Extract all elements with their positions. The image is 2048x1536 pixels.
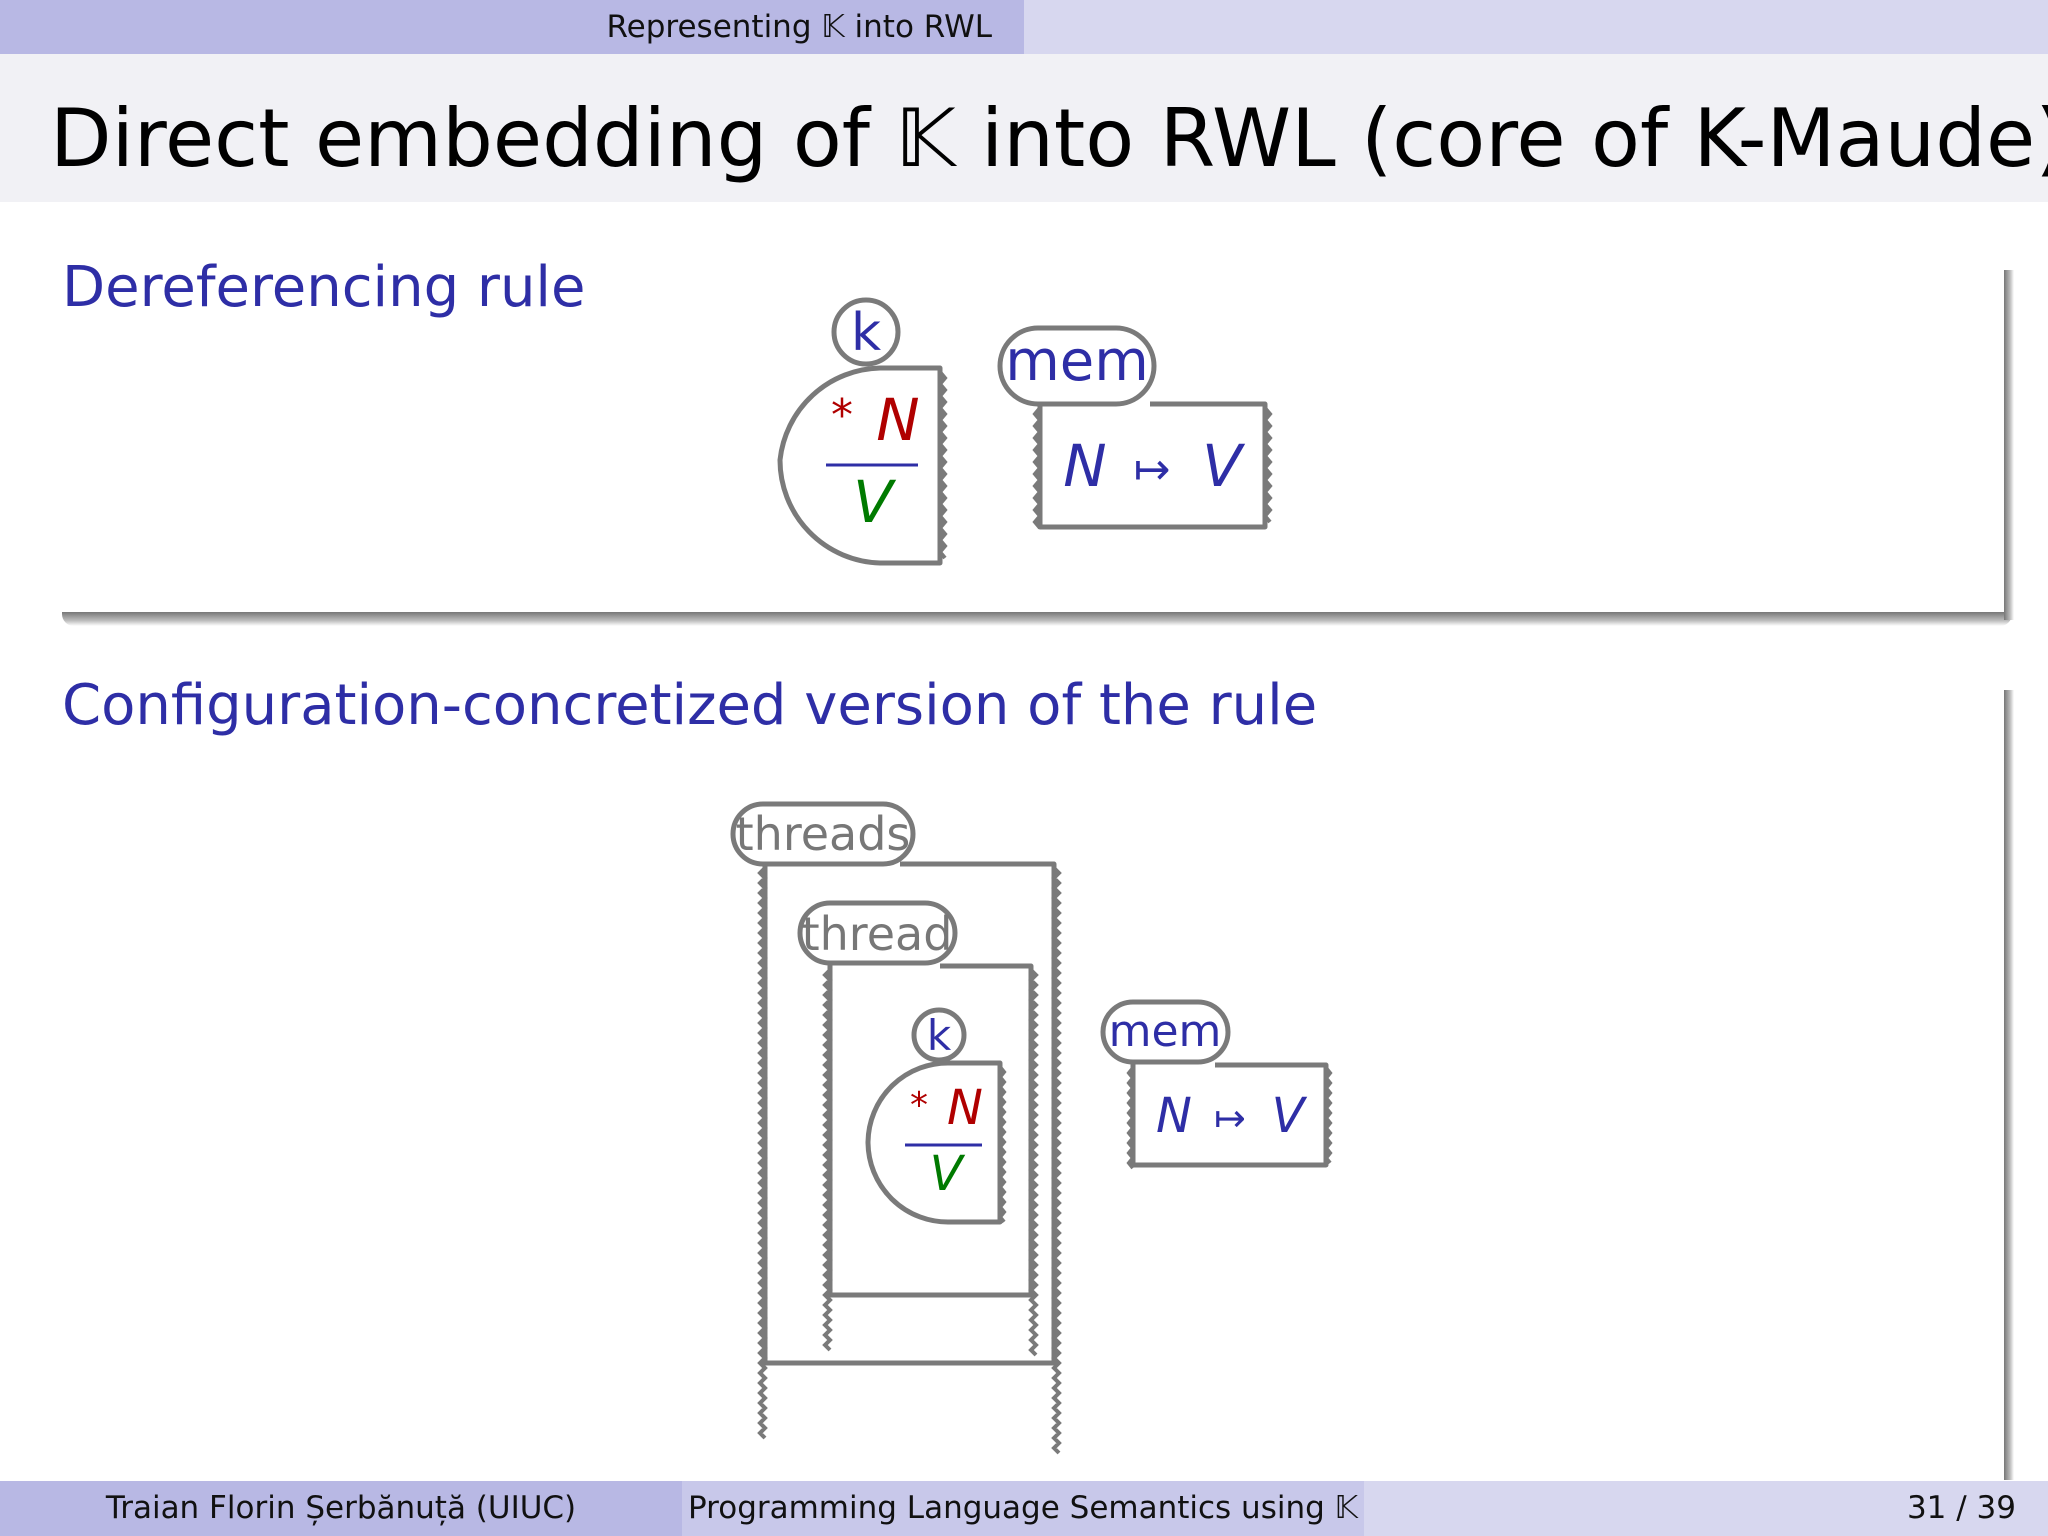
block2-thread-cell: thread	[797, 900, 1039, 1357]
threads-right-jag	[1051, 866, 1062, 1455]
block1-mem-cell: mem N ↦ V	[997, 325, 1273, 530]
k2-cell-label: k	[927, 1011, 952, 1060]
block2-shadow-right	[2004, 690, 2014, 1480]
thread-cell-body	[827, 963, 1034, 1298]
mem-maps-arrow: ↦	[1134, 444, 1171, 495]
mem2-left-jag	[1126, 1066, 1136, 1170]
footer-bar: Traian Florin Șerbănuță (UIUC) Programmi…	[0, 1481, 2048, 1536]
threads-left-jag	[757, 866, 768, 1440]
section-title-text: Representing 𝕂 into RWL	[606, 9, 992, 45]
block1-shadow	[62, 612, 2012, 626]
mem2-right-jag	[1323, 1066, 1333, 1165]
footer-page: 31 / 39	[1364, 1481, 2048, 1536]
title-bar: Direct embedding of 𝕂 into RWL (core of …	[0, 54, 2048, 202]
k-star: *	[831, 390, 853, 441]
thread-cell-label-bubble	[797, 900, 958, 966]
k-cell-body	[777, 365, 943, 566]
mem-cell-left-jag	[1032, 406, 1043, 530]
header-left-band	[0, 0, 1024, 54]
k2-n: N	[947, 1080, 983, 1136]
block1-shadow-right	[2004, 270, 2014, 620]
mem2-cell-label: mem	[1109, 1006, 1222, 1057]
mem2-v: V	[1272, 1088, 1308, 1144]
k-v: V	[853, 468, 897, 536]
mem-cell-right-jag	[1262, 406, 1273, 524]
mem-cell-label: mem	[1005, 329, 1149, 394]
header-bar: Representing 𝕂 into RWL	[0, 0, 2048, 54]
threads-cell-label-bubble	[730, 801, 916, 867]
k-cell-label-bubble	[831, 297, 901, 367]
thread-right-jag	[1028, 968, 1039, 1357]
block2-threads-cell: threads	[730, 801, 1062, 1455]
k-cell-right-jag	[937, 370, 948, 560]
block2-k-cell: k * N V	[865, 1007, 1007, 1225]
mem2-maps-arrow: ↦	[1214, 1096, 1246, 1140]
thread-cell-label: thread	[802, 907, 953, 961]
k2-cell-label-bubble	[911, 1007, 967, 1063]
block2-title: Configuration-concretized version of the…	[62, 673, 1318, 738]
k2-cell-body	[865, 1060, 1003, 1225]
footer-author[interactable]: Traian Florin Șerbănuță (UIUC)	[0, 1481, 682, 1536]
k2-v: V	[930, 1146, 966, 1202]
mem2-n: N	[1156, 1088, 1192, 1144]
mem-cell-label-bubble	[997, 325, 1157, 407]
footer-page-number: 31 / 39	[1906, 1490, 2016, 1526]
mem-cell-body	[1037, 401, 1268, 530]
footer-talk-title[interactable]: Programming Language Semantics using 𝕂	[682, 1481, 1364, 1536]
thread-left-jag	[822, 968, 833, 1352]
slide-title: Direct embedding of 𝕂 into RWL (core of …	[50, 92, 2048, 185]
block1-title: Dereferencing rule	[62, 255, 586, 320]
k2-right-jag	[997, 1065, 1007, 1224]
block2-mem-cell: mem N ↦ V	[1100, 999, 1333, 1170]
k-n: N	[876, 386, 919, 454]
mem2-cell-label-bubble	[1100, 999, 1231, 1065]
block1-k-cell: k * N V	[777, 297, 948, 566]
k2-star: *	[910, 1085, 928, 1126]
threads-cell-label: threads	[736, 807, 911, 861]
section-title[interactable]: Representing 𝕂 into RWL	[0, 0, 1024, 54]
rule-diagrams: .cell { fill: none; stroke: #7a7a7a; str…	[730, 297, 1333, 1455]
mem-v: V	[1202, 432, 1246, 500]
k-cell-label: k	[851, 303, 881, 363]
mem-n: N	[1063, 432, 1106, 500]
